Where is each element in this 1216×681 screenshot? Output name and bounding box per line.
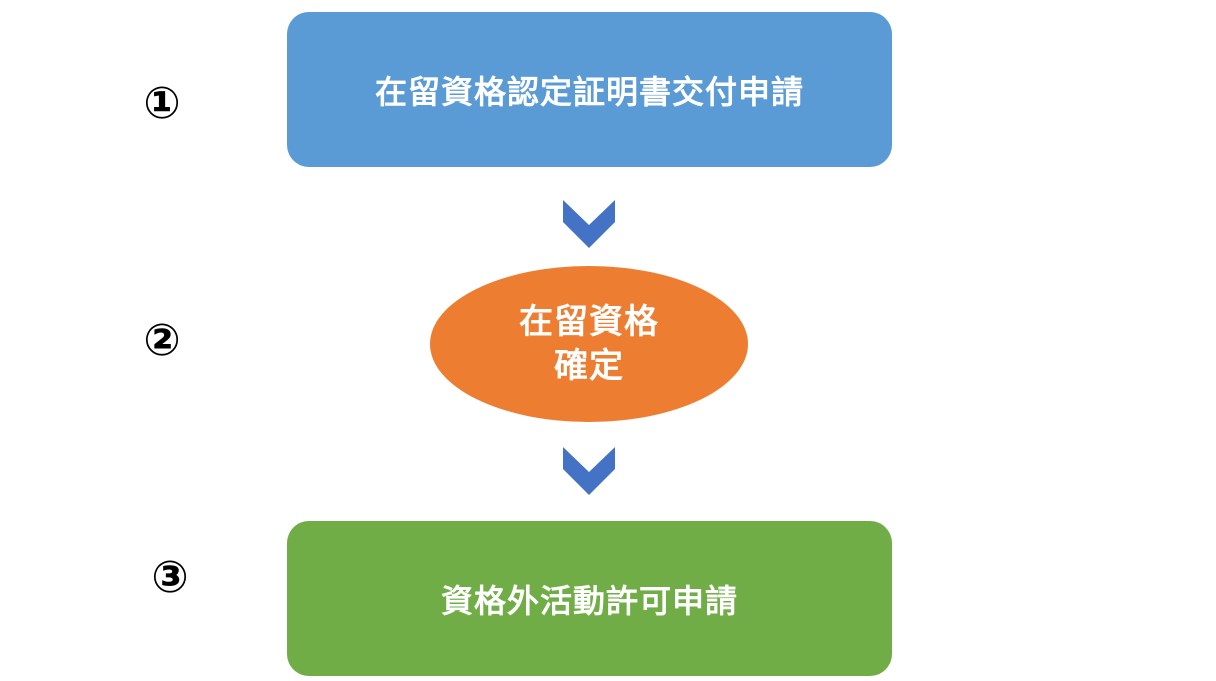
step-label-2-line2: 確定 [554,346,624,386]
step-box-3: 資格外活動許可申請 [287,521,892,676]
step-ellipse-2: 在留資格 確定 [430,266,748,422]
step-number-2: ② [143,315,181,366]
chevron-down-icon [563,447,615,495]
step-number-1: ① [143,78,181,129]
step-label-2-line1: 在留資格 [519,301,659,342]
chevron-down-icon [563,200,615,248]
step-number-3: ③ [151,552,189,603]
step-label-1: 在留資格認定証明書交付申請 [374,72,804,111]
step-label-3: 資格外活動許可申請 [440,581,738,620]
step-box-1: 在留資格認定証明書交付申請 [287,12,892,167]
